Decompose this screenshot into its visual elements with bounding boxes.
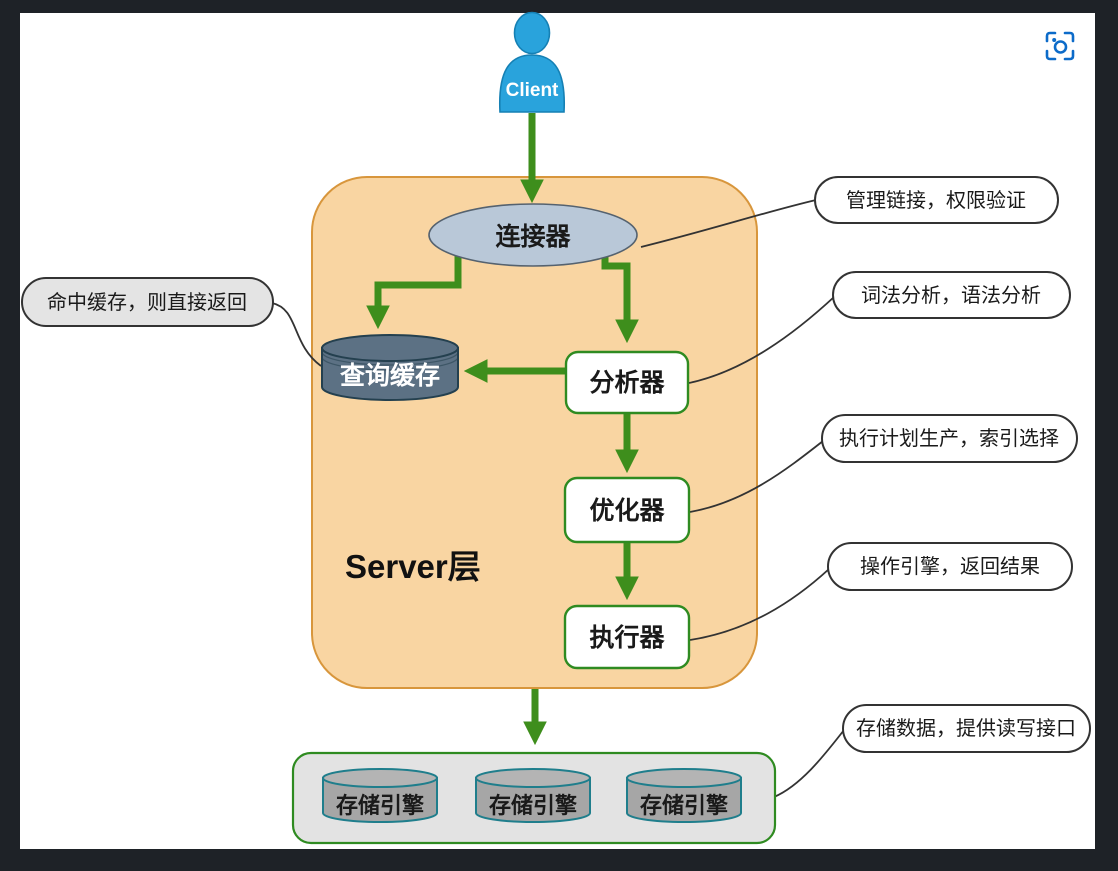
callout-line-executor — [689, 568, 830, 641]
analyzer-label: 分析器 — [589, 369, 665, 397]
query-cache-body — [321, 347, 459, 401]
callout-query-cache-bubble — [21, 277, 274, 327]
callout-executor-label: 操作引擎，返回结果 — [860, 555, 1040, 578]
capture-bracket-bottom-left — [1045, 49, 1057, 61]
query-cache-cylinder: 查询缓存 — [321, 334, 459, 401]
storage-engine-cylinder-2: 存储引擎 — [475, 768, 591, 823]
optimizer-box — [563, 476, 691, 544]
connector-label: 连接器 — [495, 223, 571, 251]
analyzer-box — [564, 350, 690, 415]
storage-engine-label-3: 存储引擎 — [640, 793, 728, 818]
storage-engine-cylinder-3: 存储引擎 — [626, 768, 742, 823]
callout-line-connector — [640, 199, 817, 248]
storage-engine-top — [322, 768, 438, 788]
query-cache-ridge — [321, 356, 459, 371]
capture-bracket-top-right — [1063, 31, 1075, 43]
storage-engine-body — [475, 777, 591, 823]
callout-line-storage — [773, 729, 845, 798]
capture-bracket-top-left — [1045, 31, 1057, 43]
capture-bracket-bottom-right — [1063, 49, 1075, 61]
storage-engine-top — [475, 768, 591, 788]
optimizer-label: 优化器 — [589, 497, 665, 525]
callout-line-query-cache — [271, 302, 322, 367]
storage-engine-top — [626, 768, 742, 788]
client-body — [498, 54, 566, 113]
client-head — [513, 11, 551, 55]
callout-connector-bubble — [814, 176, 1059, 224]
query-cache-ridge — [321, 351, 459, 366]
arrow-connector-to-query-cache — [366, 255, 462, 330]
callout-optimizer-bubble — [821, 414, 1078, 463]
storage-engine-body — [626, 777, 742, 823]
arrow-connector-to-analyzer — [601, 254, 639, 344]
client-figure: Client — [498, 11, 566, 113]
storage-engine-body — [322, 777, 438, 823]
connector-node — [428, 203, 638, 267]
capture-lens-circle — [1053, 40, 1068, 54]
storage-engine-cylinder-1: 存储引擎 — [322, 768, 438, 823]
query-cache-top — [321, 334, 459, 362]
storage-engine-label-1: 存储引擎 — [336, 793, 424, 818]
callout-analyzer-label: 词法分析，语法分析 — [861, 284, 1041, 307]
callout-line-analyzer — [688, 296, 835, 384]
executor-label: 执行器 — [589, 624, 665, 652]
callout-executor-bubble — [827, 542, 1073, 591]
callout-storage-bubble — [842, 704, 1091, 753]
callout-storage-label: 存储数据，提供读写接口 — [856, 717, 1076, 740]
callout-optimizer-label: 执行计划生产，索引选择 — [839, 427, 1059, 450]
executor-box — [563, 604, 691, 670]
callout-analyzer-bubble — [832, 271, 1071, 319]
callout-line-optimizer — [689, 440, 824, 513]
client-label: Client — [506, 80, 559, 101]
capture-lens-dot — [1052, 38, 1057, 42]
callout-connector-label: 管理链接，权限验证 — [846, 189, 1026, 212]
screenshot-capture-icon[interactable] — [1045, 31, 1075, 61]
query-cache-label: 查询缓存 — [340, 361, 440, 390]
callout-query-cache-label: 命中缓存，则直接返回 — [47, 291, 247, 314]
storage-engine-label-2: 存储引擎 — [489, 793, 577, 818]
server-layer-label: Server层 — [345, 548, 481, 585]
